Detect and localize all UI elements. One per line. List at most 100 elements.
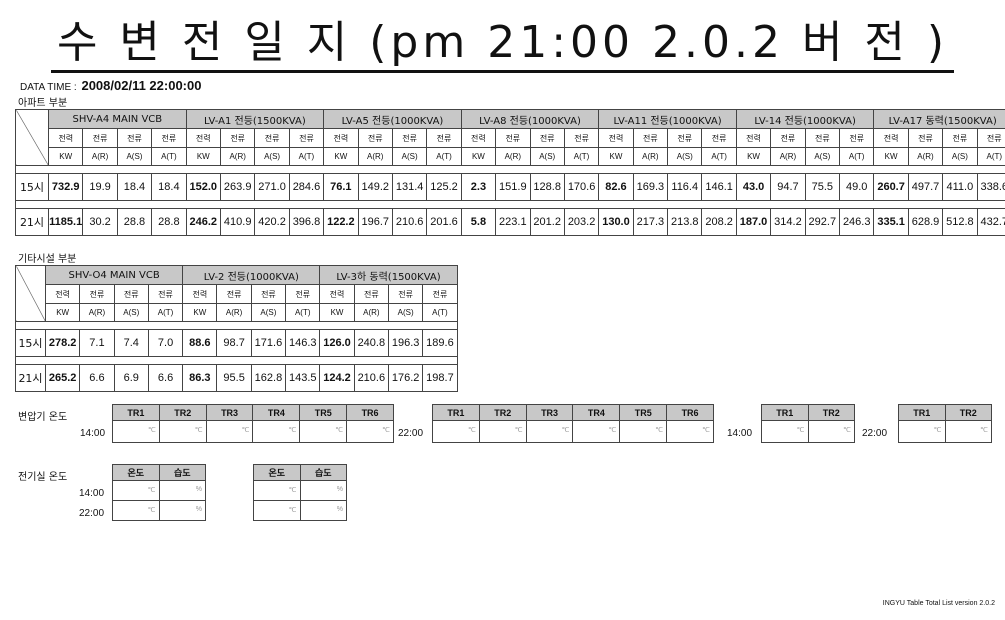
spacer-row <box>15 165 1005 174</box>
room-humidity-cell[interactable]: % <box>299 500 347 521</box>
sub-header-label: 전류 <box>839 128 875 148</box>
value-cell: 203.2 <box>563 208 600 236</box>
group-header: LV-A5 전등(1000KVA) <box>323 109 462 129</box>
transformer-temp-label: 변압기 온도 <box>18 412 68 423</box>
sub-header-label: 전류 <box>701 128 737 148</box>
room-temp-label: 전기실 온도 <box>18 472 68 483</box>
tr-temp-cell[interactable]: ℃ <box>112 420 160 443</box>
room-temp-cell[interactable]: ℃ <box>253 500 301 521</box>
tr-temp-cell[interactable]: ℃ <box>205 420 254 443</box>
celsius-unit: ℃ <box>288 427 297 434</box>
unit-label: A(S) <box>804 147 841 166</box>
room-humidity-cell[interactable]: % <box>299 480 347 501</box>
sub-header-label: 전력 <box>47 128 84 148</box>
value-cell: 217.3 <box>632 208 669 236</box>
value-cell: 210.6 <box>353 364 389 392</box>
unit-label: A(R) <box>907 147 944 166</box>
room-value-row: ℃% <box>112 480 206 501</box>
sub-header-label: 전류 <box>632 128 669 148</box>
value-cell: 28.8 <box>116 208 153 236</box>
tr-temp-cell[interactable]: ℃ <box>158 420 207 443</box>
tr-temp-cell[interactable]: ℃ <box>252 420 301 443</box>
tr-value-row: ℃℃℃℃℃℃ <box>112 420 394 443</box>
sub-header-label: 전류 <box>426 128 462 148</box>
room-temp-cell[interactable]: ℃ <box>253 480 301 501</box>
value-cell: 278.2 <box>44 329 81 357</box>
value-cell: 338.6 <box>976 173 1005 201</box>
value-cell: 223.1 <box>495 208 531 236</box>
room-humidity-cell[interactable]: % <box>158 480 206 501</box>
value-cell: 143.5 <box>285 364 321 392</box>
value-cell: 187.0 <box>735 208 772 236</box>
spacer-row <box>15 321 458 330</box>
value-cell: 196.3 <box>387 329 424 357</box>
sub-header-label: 전류 <box>147 284 184 304</box>
tr-header: TR1 <box>761 404 809 421</box>
celsius-unit: ℃ <box>288 507 297 514</box>
celsius-unit: ℃ <box>241 427 250 434</box>
room-humidity-cell[interactable]: % <box>158 500 206 521</box>
room-temp-cell[interactable]: ℃ <box>112 480 160 501</box>
tr-header: TR5 <box>619 404 668 421</box>
value-cell: 30.2 <box>82 208 118 236</box>
value-cell: 19.9 <box>82 173 118 201</box>
percent-unit: % <box>336 486 343 493</box>
unit-label: KW <box>735 147 772 166</box>
sub-header-label: 전류 <box>529 128 565 148</box>
tr-temp-cell[interactable]: ℃ <box>525 420 574 443</box>
tr-temp-cell[interactable]: ℃ <box>478 420 527 443</box>
tr-temp-cell[interactable]: ℃ <box>346 420 394 443</box>
value-cell: 7.0 <box>147 329 184 357</box>
value-cell: 292.7 <box>804 208 841 236</box>
tr-temp-cell[interactable]: ℃ <box>572 420 621 443</box>
sub-header-label: 전류 <box>353 284 389 304</box>
tr-temp-cell[interactable]: ℃ <box>619 420 668 443</box>
unit-label: KW <box>873 147 909 166</box>
tr-header: TR2 <box>478 404 527 421</box>
unit-label: A(S) <box>667 147 703 166</box>
unit-label: A(S) <box>250 303 287 322</box>
room-temp-cell[interactable]: ℃ <box>112 500 160 521</box>
value-cell: 149.2 <box>357 173 393 201</box>
sub-header-label: 전력 <box>185 128 221 148</box>
tr-temp-cell[interactable]: ℃ <box>898 420 946 443</box>
sub-header-label: 전력 <box>460 128 497 148</box>
sub-header-label: 전류 <box>288 128 325 148</box>
row-label: 15시 <box>15 173 49 201</box>
celsius-unit: ℃ <box>335 427 344 434</box>
page-title: 수 변 전 일 지 (pm 21:00 2.0.2 버 전 ) <box>0 6 1005 73</box>
value-cell: 176.2 <box>387 364 424 392</box>
tr-temp-cell[interactable]: ℃ <box>944 420 992 443</box>
value-cell: 126.0 <box>319 329 355 357</box>
value-cell: 162.8 <box>250 364 287 392</box>
tr-temp-cell[interactable]: ℃ <box>299 420 348 443</box>
tr-temp-cell[interactable]: ℃ <box>666 420 714 443</box>
tr-temp-cell[interactable]: ℃ <box>807 420 855 443</box>
celsius-unit: ℃ <box>796 427 805 434</box>
unit-label: A(S) <box>529 147 565 166</box>
sub-header-label: 전류 <box>563 128 600 148</box>
unit-label: KW <box>44 303 81 322</box>
unit-label: A(T) <box>976 147 1005 166</box>
sub-header-label: 전류 <box>216 284 252 304</box>
value-cell: 18.4 <box>151 173 187 201</box>
tr-temp-cell[interactable]: ℃ <box>432 420 480 443</box>
celsius-unit: ℃ <box>147 427 156 434</box>
value-cell: 122.2 <box>323 208 359 236</box>
unit-label: A(R) <box>770 147 806 166</box>
tr-temp-cell[interactable]: ℃ <box>761 420 809 443</box>
tr-header: TR5 <box>299 404 348 421</box>
value-cell: 130.0 <box>598 208 634 236</box>
value-cell: 146.1 <box>701 173 737 201</box>
spacer-cell <box>15 200 1005 209</box>
sub-header-label: 전류 <box>254 128 290 148</box>
value-cell: 210.6 <box>391 208 428 236</box>
sub-header-label: 전력 <box>323 128 359 148</box>
value-cell: 628.9 <box>907 208 944 236</box>
celsius-unit: ℃ <box>467 427 476 434</box>
